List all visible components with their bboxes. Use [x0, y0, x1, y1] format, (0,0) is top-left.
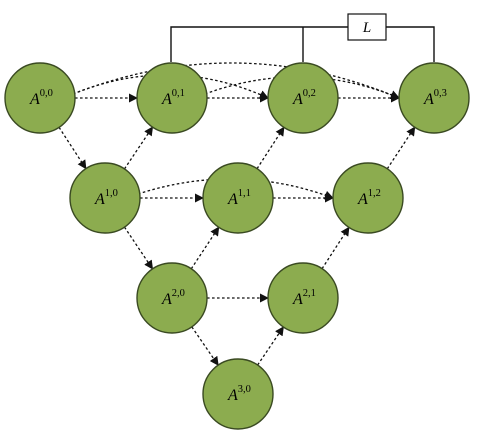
edge-skip-0-0-to-0-3 — [72, 62, 400, 100]
edge-down-2-0-to-3-0 — [191, 326, 219, 366]
loss-box — [347, 13, 387, 41]
node-0-1-circle — [136, 62, 208, 134]
edge-down-1-0-to-2-0 — [123, 226, 154, 270]
node-0-0-circle — [4, 62, 76, 134]
edge-skip-0-1-to-0-3 — [204, 76, 400, 100]
node-2-1: A2,1 — [267, 262, 339, 334]
node-0-0-label: A0,0 — [29, 88, 53, 108]
node-0-2: A0,2 — [267, 62, 339, 134]
edge-down-0-0-to-1-0 — [58, 126, 87, 170]
node-3-0: A3,0 — [202, 358, 274, 430]
node-1-2-circle — [332, 162, 404, 234]
node-1-0: A1,0 — [69, 162, 141, 234]
node-2-0: A2,0 — [136, 262, 208, 334]
edge-up-1-1-to-0-2 — [256, 126, 285, 170]
node-0-3: A0,3 — [398, 62, 470, 134]
loss-bus: L — [170, 13, 435, 62]
nodes: A0,0 A0,1 A0,2 A0,3A1,0 A1,1 A1,2A2,0 A2,1A3,0 — [4, 62, 470, 430]
node-1-1: A1,1 — [202, 162, 274, 234]
node-1-1-circle — [202, 162, 274, 234]
node-2-0-circle — [136, 262, 208, 334]
node-2-1-label: A2,1 — [292, 288, 316, 308]
edge-up-3-0-to-2-1 — [257, 326, 284, 366]
node-0-3-circle — [398, 62, 470, 134]
loss-label: L — [362, 20, 371, 36]
connections — [58, 62, 416, 366]
node-0-1: A0,1 — [136, 62, 208, 134]
edge-up-2-0-to-1-1 — [190, 226, 220, 270]
edge-up-2-1-to-1-2 — [321, 226, 350, 270]
node-2-1-circle — [267, 262, 339, 334]
node-1-0-label: A1,0 — [94, 188, 118, 208]
node-1-1-label: A1,1 — [227, 188, 251, 208]
node-0-3-label: A0,3 — [423, 88, 447, 108]
node-1-2-label: A1,2 — [357, 188, 381, 208]
edge-up-1-2-to-0-3 — [386, 126, 416, 170]
node-1-0-circle — [69, 162, 141, 234]
node-2-0-label: A2,0 — [161, 288, 185, 308]
node-0-2-circle — [267, 62, 339, 134]
node-3-0-circle — [202, 358, 274, 430]
node-3-0-label: A3,0 — [227, 384, 251, 404]
edge-up-1-0-to-0-1 — [123, 126, 154, 170]
node-0-2-label: A0,2 — [292, 88, 316, 108]
node-0-1-label: A0,1 — [161, 88, 185, 108]
node-0-0: A0,0 — [4, 62, 76, 134]
node-1-2: A1,2 — [332, 162, 404, 234]
